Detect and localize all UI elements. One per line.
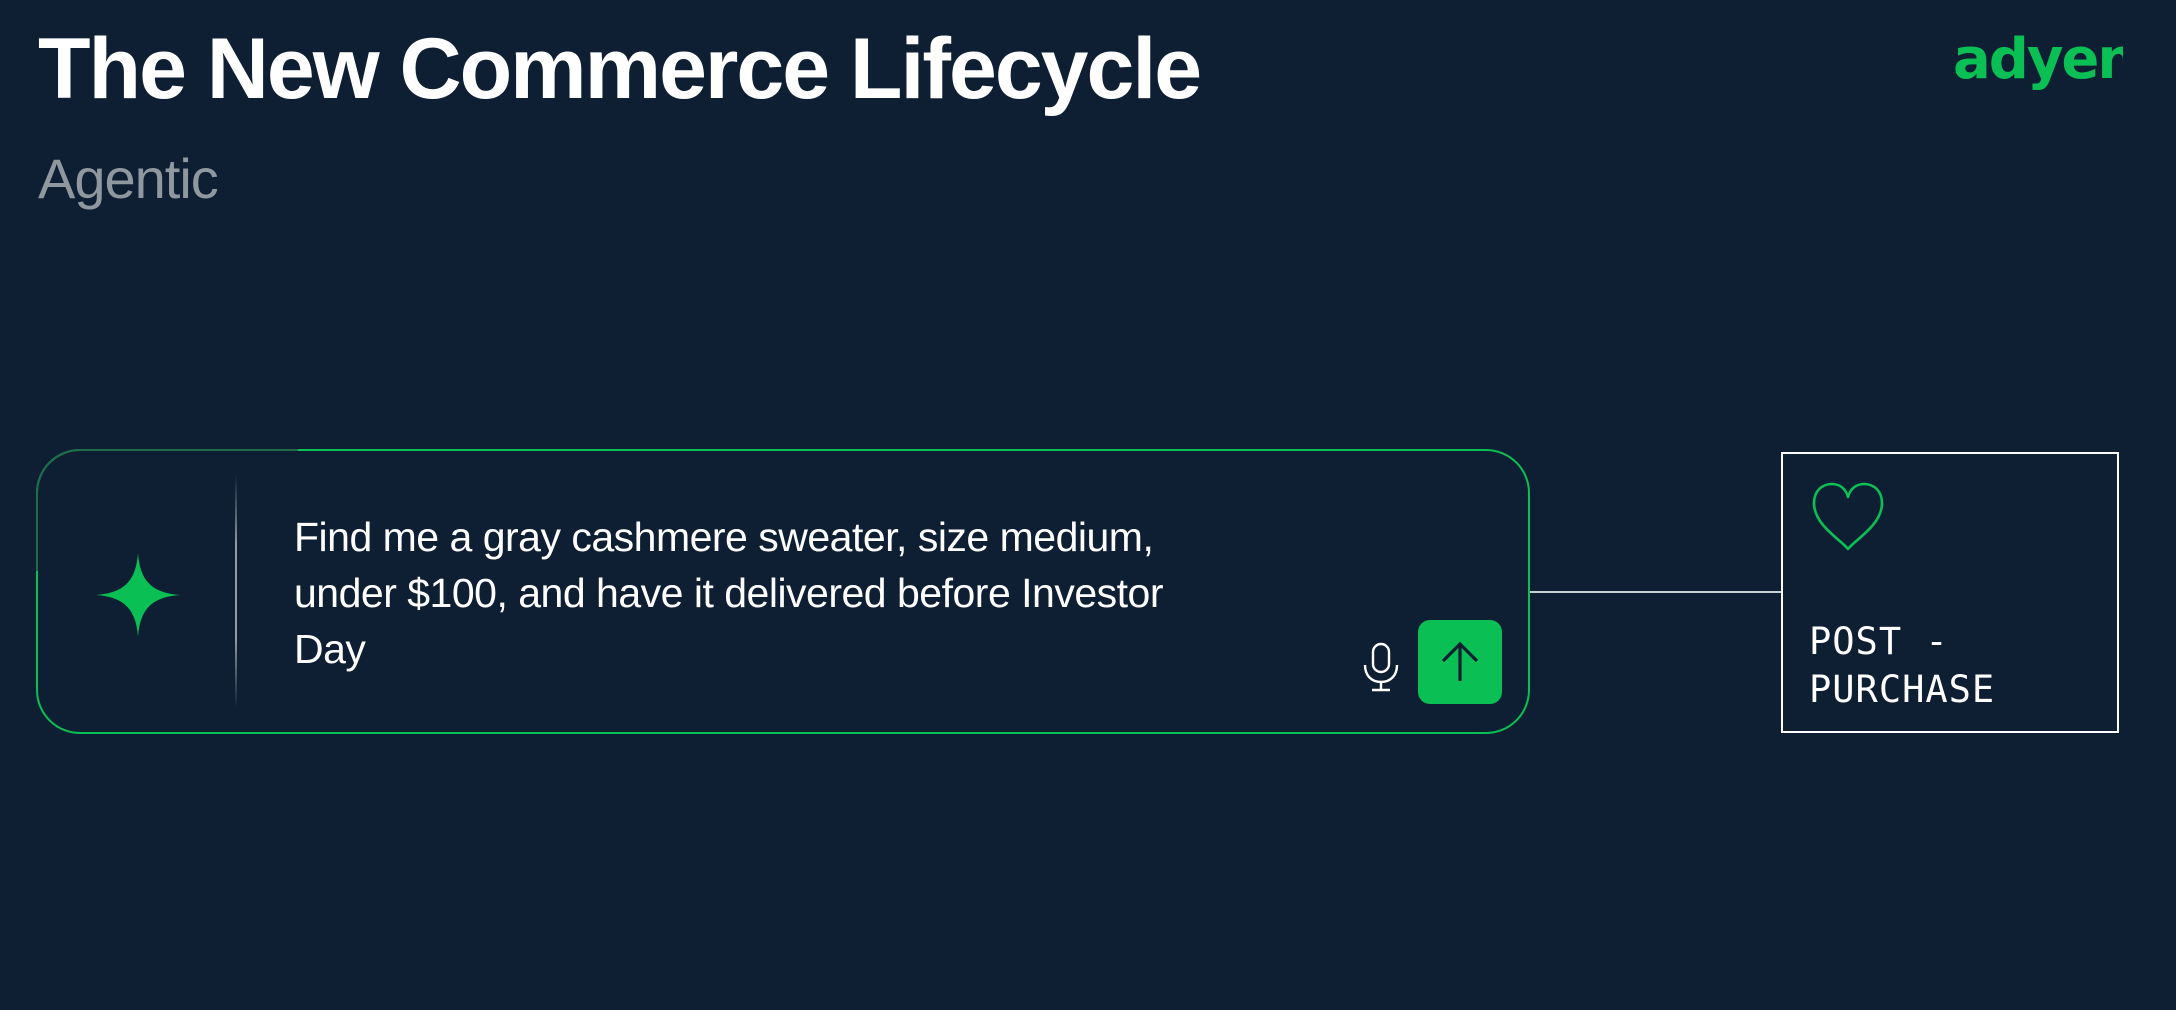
- microphone-button[interactable]: [1352, 638, 1410, 696]
- prompt-icon-area: [38, 451, 234, 732]
- sparkle-icon: [96, 553, 180, 637]
- arrow-up-icon: [1441, 641, 1479, 681]
- page-title: The New Commerce Lifecycle: [38, 21, 1202, 117]
- connector-line: [1530, 591, 1781, 593]
- adyen-logo: adyen: [1953, 32, 2123, 92]
- heart-icon: [1812, 482, 1884, 551]
- svg-text:adyen: adyen: [1953, 32, 2123, 92]
- microphone-icon: [1363, 642, 1399, 692]
- page-subtitle: Agentic: [38, 147, 219, 210]
- post-purchase-card: POST - PURCHASE: [1781, 452, 2119, 733]
- prompt-divider: [235, 475, 237, 708]
- stage-label: POST - PURCHASE: [1809, 620, 1996, 711]
- prompt-text[interactable]: Find me a gray cashmere sweater, size me…: [294, 514, 1164, 672]
- agent-prompt-box[interactable]: Find me a gray cashmere sweater, size me…: [36, 449, 1530, 734]
- send-button[interactable]: [1418, 620, 1502, 704]
